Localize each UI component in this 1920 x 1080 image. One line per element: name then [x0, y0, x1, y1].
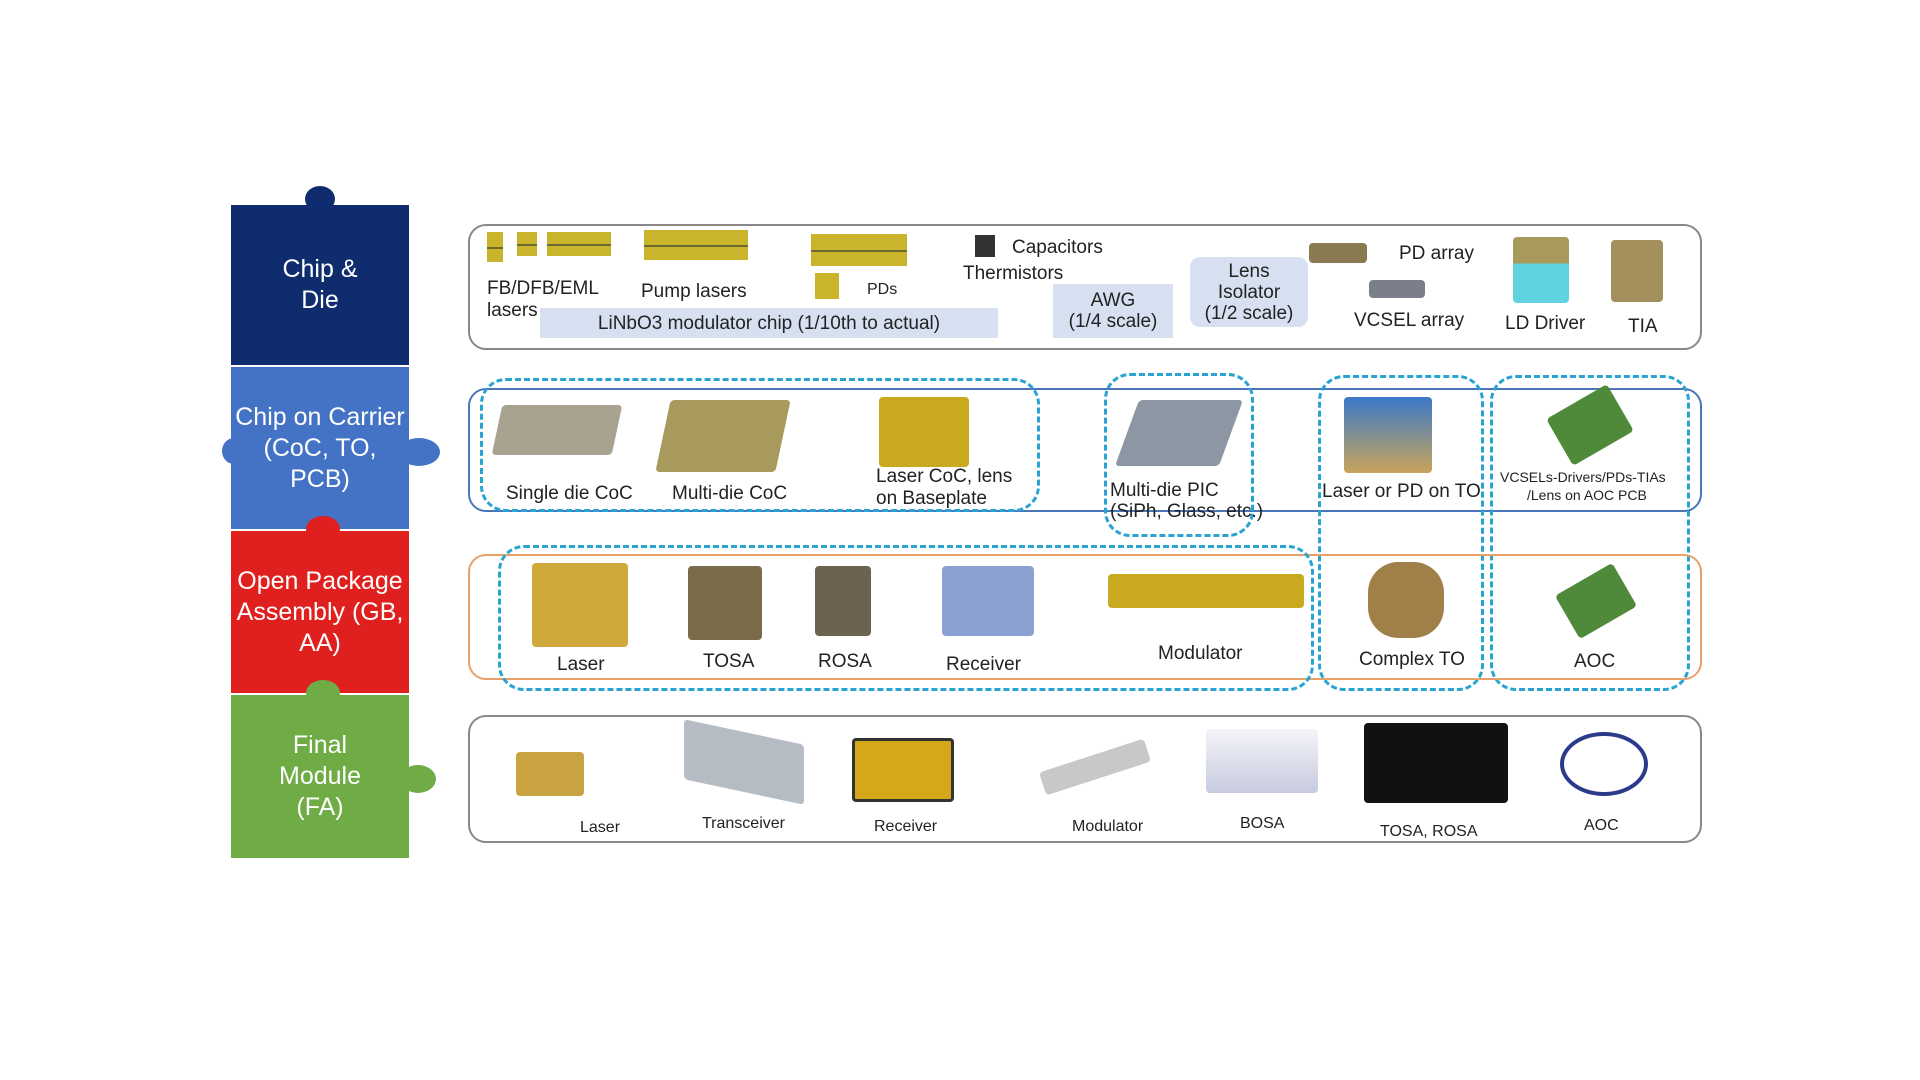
multi-die-coc-image [655, 400, 791, 472]
label-vcsel-array: VCSEL array [1354, 310, 1465, 331]
chip-on-carrier-row [468, 388, 1702, 512]
label-pds: PDs [867, 281, 898, 298]
pump-laser-chip [644, 230, 748, 260]
label-fb-lasers: FB/DFB/EML [487, 278, 599, 299]
label-pump-lasers: Pump lasers [641, 281, 747, 302]
label-aoc: AOC [1574, 651, 1616, 672]
stage-label: Chip on Carrier (CoC, TO, PCB) [235, 402, 405, 493]
label-tosa: TOSA [703, 651, 755, 672]
label-aoc-pcb: VCSELs-Drivers/PDs-TIAs [1500, 469, 1666, 485]
label-multi-die-pic: (SiPh, Glass, etc.) [1110, 501, 1264, 522]
open-package-group [498, 545, 1314, 691]
label-modulator-module: Modulator [1072, 818, 1144, 835]
label-transceiver: Transceiver [702, 815, 785, 832]
laser-package-image [532, 563, 628, 647]
coc-group [480, 378, 1040, 512]
single-die-coc-image [491, 405, 623, 455]
label-aoc-module: AOC [1584, 817, 1619, 834]
tia-chip [1611, 240, 1663, 302]
tosa-image [688, 566, 762, 640]
puzzle-tab [398, 438, 440, 466]
rosa-image [815, 566, 871, 636]
pd-bar-chip [811, 234, 907, 266]
label-lens-scale: (1/2 scale) [1204, 302, 1294, 324]
chip-die-row [468, 224, 1702, 350]
modulator-package-image [1108, 574, 1304, 608]
label-fb-lasers: lasers [487, 300, 538, 321]
puzzle-tab [222, 438, 246, 464]
aoc-cable-image [1560, 732, 1648, 796]
puzzle-tab [306, 680, 340, 706]
label-laser: Laser [557, 654, 605, 675]
stage-label: Final Module (FA) [279, 731, 361, 821]
stage-label: Open Package Assembly (GB, AA) [236, 566, 404, 657]
label-capacitors: Capacitors [1012, 237, 1103, 258]
label-ld-driver: LD Driver [1505, 313, 1586, 334]
laser-coc-baseplate-image [879, 397, 969, 467]
receiver-package-image [942, 566, 1034, 636]
open-package-row [468, 554, 1702, 680]
capacitor-chip [975, 235, 995, 257]
label-aoc-pcb: /Lens on AOC PCB [1527, 487, 1647, 503]
label-single-die-coc: Single die CoC [506, 483, 633, 504]
label-lens: Lens [1228, 260, 1270, 282]
label-awg: AWG [1090, 290, 1136, 311]
complex-to-image [1368, 562, 1444, 638]
vcsel-array-chip [1369, 280, 1425, 298]
label-multi-die-pic: Multi-die PIC [1110, 480, 1219, 501]
laser-chip [547, 232, 611, 256]
label-laser-pd-to: Laser or PD on TO [1322, 481, 1481, 502]
label-receiver-module: Receiver [874, 818, 938, 835]
stage-label: Chip & Die [282, 255, 358, 314]
aoc-group [1490, 375, 1690, 691]
label-laser-coc: Laser CoC, lens [876, 466, 1013, 487]
pd-chip [815, 273, 839, 299]
laser-chip [487, 232, 503, 262]
label-complex-to: Complex TO [1359, 649, 1465, 670]
label-receiver: Receiver [946, 654, 1021, 675]
label-tosa-rosa: TOSA, ROSA [1380, 823, 1478, 840]
puzzle-tab [306, 516, 340, 542]
label-isolator: Isolator [1217, 281, 1281, 303]
label-linbo3: LiNbO3 modulator chip (1/10th to actual) [597, 312, 941, 334]
label-rosa: ROSA [818, 651, 872, 672]
receiver-module-image [852, 738, 954, 802]
label-tia: TIA [1628, 316, 1658, 337]
label-pd-array: PD array [1399, 243, 1474, 264]
label-laser-module: Laser [580, 819, 621, 836]
pic-group [1104, 373, 1254, 537]
puzzle-tab [305, 186, 335, 212]
tosa-rosa-image [1364, 723, 1508, 803]
laser-module-image [516, 752, 584, 796]
puzzle-tab [400, 765, 436, 793]
label-modulator: Modulator [1158, 643, 1243, 664]
label-awg-scale: (1/4 scale) [1068, 311, 1158, 332]
to-group [1318, 375, 1484, 691]
awg: AWG(1/4 scale) [1053, 284, 1173, 338]
bosa-image [1206, 729, 1318, 793]
pd-array-chip [1309, 243, 1367, 263]
final-module-row [468, 715, 1702, 843]
label-laser-coc: on Baseplate [876, 488, 987, 509]
laser-pd-on-to-image [1344, 397, 1432, 473]
stage-final-module: Final Module (FA) [231, 695, 409, 858]
label-bosa: BOSA [1240, 815, 1285, 832]
label-thermistors: Thermistors [963, 263, 1064, 284]
laser-chip [517, 232, 537, 256]
stage-chip-die: Chip & Die [231, 205, 409, 365]
linbo3-chip: LiNbO3 modulator chip (1/10th to actual) [540, 308, 998, 338]
label-multi-die-coc: Multi-die CoC [672, 483, 788, 504]
stage-open-package: Open Package Assembly (GB, AA) [231, 531, 409, 693]
stage-chip-on-carrier: Chip on Carrier (CoC, TO, PCB) [231, 367, 409, 529]
ld-driver-chip [1513, 237, 1569, 303]
